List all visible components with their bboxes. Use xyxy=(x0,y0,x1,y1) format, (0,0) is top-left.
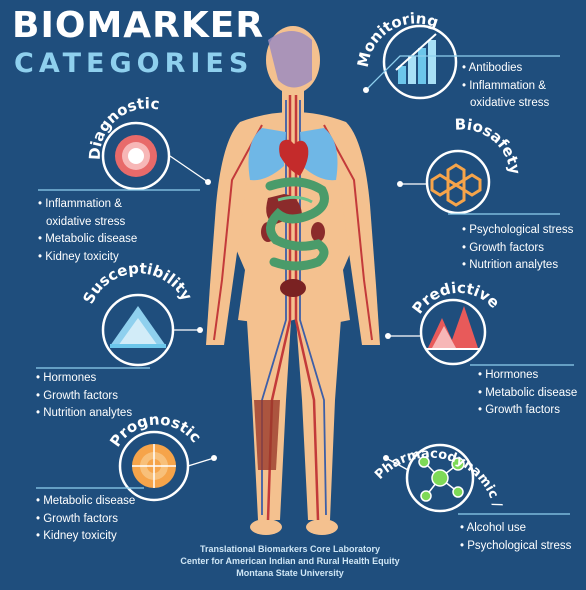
credits-footer: Translational Biomarkers Core Laboratory… xyxy=(150,543,430,579)
bar-chart-icon xyxy=(395,33,437,84)
list-item: • Nutrition analytes xyxy=(36,407,133,419)
list-item: • Metabolic disease xyxy=(38,233,138,245)
list-item: • Nutrition analytes xyxy=(462,259,559,271)
susceptibility-list: • Hormones • Growth factors • Nutrition … xyxy=(36,370,132,423)
human-body-figure xyxy=(206,26,380,535)
list-item: • Metabolic disease xyxy=(478,386,578,399)
susceptibility-label: Susceptibility xyxy=(79,259,196,307)
predictive-label: Predictive xyxy=(409,279,504,318)
list-item: • Metabolic disease xyxy=(36,495,136,507)
biosafety-label: Biosafety xyxy=(454,115,524,175)
list-item: • Psychological stress xyxy=(460,539,572,552)
peaks-chart-icon xyxy=(426,306,480,350)
footer-line: Montana State University xyxy=(236,568,344,578)
mountain-icon xyxy=(110,306,166,348)
list-item: oxidative stress xyxy=(470,97,550,109)
monitoring-label: Monitoring xyxy=(354,9,441,69)
footer-line: Center for American Indian and Rural Hea… xyxy=(180,556,400,566)
target-rings-icon xyxy=(115,135,157,177)
sun-rings-icon xyxy=(132,444,176,488)
list-item: • Growth factors xyxy=(36,389,118,402)
list-item: • Kidney toxicity xyxy=(38,250,119,263)
monitoring-list: • Antibodies • Inflammation & oxidative … xyxy=(462,60,549,113)
prognostic-category: Prognostic xyxy=(36,410,217,502)
diagnostic-list: • Inflammation & oxidative stress • Meta… xyxy=(38,196,137,266)
list-item: • Growth factors xyxy=(36,512,118,525)
title-line-1: BIOMARKER xyxy=(12,5,265,46)
predictive-category: Predictive xyxy=(385,279,574,366)
list-item: • Inflammation & xyxy=(462,79,546,92)
list-item: • Psychological stress xyxy=(462,224,574,236)
list-item: • Growth factors xyxy=(478,404,560,416)
susceptibility-category: Susceptibility xyxy=(36,259,203,369)
pharmacodynamic-list: • Alcohol use • Psychological stress xyxy=(460,520,571,555)
list-item: • Inflammation & xyxy=(38,198,122,210)
diagnostic-category: Diagnostic xyxy=(38,94,211,191)
list-item: • Growth factors xyxy=(462,241,544,254)
predictive-list: • Hormones • Metabolic disease • Growth … xyxy=(478,367,577,420)
list-item: • Alcohol use xyxy=(460,522,527,534)
footer-line: Translational Biomarkers Core Laboratory xyxy=(199,544,381,554)
title-line-2: CATEGORIES xyxy=(14,48,254,79)
biosafety-category: Biosafety xyxy=(397,115,560,215)
prognostic-list: • Metabolic disease • Growth factors • K… xyxy=(36,493,135,546)
hexagon-cells-icon xyxy=(430,163,482,207)
list-item: • Hormones xyxy=(478,369,539,381)
list-item: oxidative stress xyxy=(46,215,126,228)
biosafety-list: • Psychological stress • Growth factors … xyxy=(462,222,573,275)
network-nodes-icon xyxy=(418,456,465,502)
monitoring-ring xyxy=(382,24,458,100)
list-item: • Kidney toxicity xyxy=(36,530,117,542)
list-item: • Antibodies xyxy=(462,62,523,74)
list-item: • Hormones xyxy=(36,372,97,384)
